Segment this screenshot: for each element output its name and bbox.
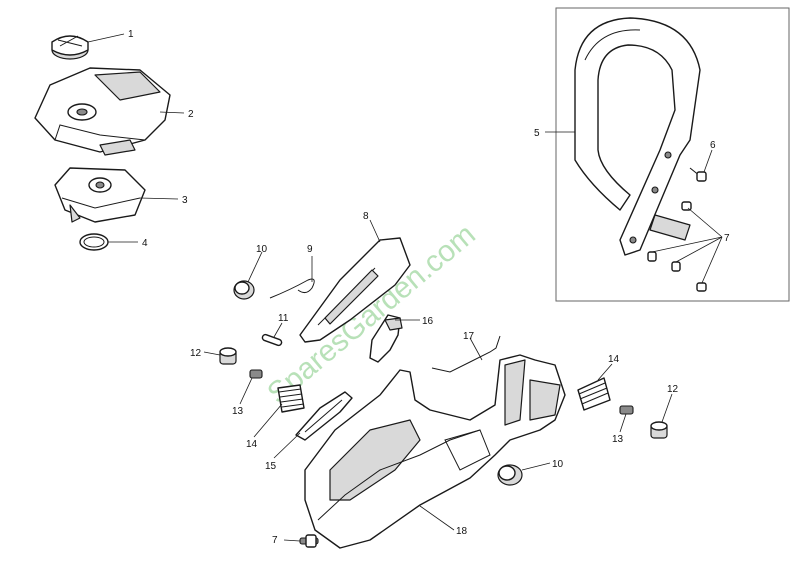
watermark-text: SparesGarden.com [261, 218, 481, 410]
callout-3: 3 [182, 195, 188, 206]
part-12-plug-right [650, 421, 668, 439]
leader-lines [87, 33, 723, 542]
part-6-screw [689, 167, 707, 182]
callout-13-right: 13 [612, 434, 624, 445]
callout-12-right: 12 [667, 384, 679, 395]
part-4-o-ring [79, 233, 109, 251]
part-7-screws-inset [647, 201, 707, 292]
callout-1: 1 [128, 29, 134, 40]
callout-2: 2 [188, 109, 194, 120]
callout-7-bottom: 7 [272, 535, 278, 546]
part-3-air-filter [54, 167, 146, 223]
callout-17: 17 [463, 331, 475, 342]
callout-6: 6 [710, 140, 716, 151]
part-13-screw-left [249, 369, 263, 379]
callout-7-inset: 7 [724, 233, 730, 244]
callout-13-left: 13 [232, 406, 244, 417]
part-16-trigger [369, 314, 403, 363]
part-10-bushing-left [233, 280, 255, 300]
part-11-pin [261, 333, 283, 347]
part-14-spring-right [577, 377, 611, 411]
callout-10-left: 10 [256, 244, 268, 255]
part-7-screw-bottom [299, 534, 319, 548]
callout-4: 4 [142, 238, 148, 249]
part-18-rear-handle [304, 354, 566, 549]
callout-5: 5 [534, 128, 540, 139]
part-2-top-cover [34, 67, 171, 156]
callout-9: 9 [307, 244, 313, 255]
part-12-plug-left [219, 347, 237, 365]
part-10-bushing-right [497, 464, 523, 486]
callout-10-right: 10 [552, 459, 564, 470]
callout-16: 16 [422, 316, 434, 327]
inset-frame [555, 7, 790, 302]
part-13-screw-right [619, 405, 634, 415]
callout-14-left: 14 [246, 439, 258, 450]
part-8-handle-cover [299, 237, 411, 343]
callout-12-left: 12 [190, 348, 202, 359]
callout-15: 15 [265, 461, 277, 472]
callout-8: 8 [363, 211, 369, 222]
callout-11: 11 [278, 313, 289, 324]
callout-14-right: 14 [608, 354, 620, 365]
part-14-spring-left [277, 384, 305, 413]
callout-18: 18 [456, 526, 468, 537]
part-15-lockout-plate [295, 391, 353, 441]
part-1-cap [51, 35, 89, 60]
part-5-front-handle [574, 17, 701, 256]
callout-labels: 1 2 3 4 5 6 7 8 9 10 11 12 13 14 15 16 1… [128, 29, 730, 546]
part-9-spring-wire [269, 278, 315, 299]
